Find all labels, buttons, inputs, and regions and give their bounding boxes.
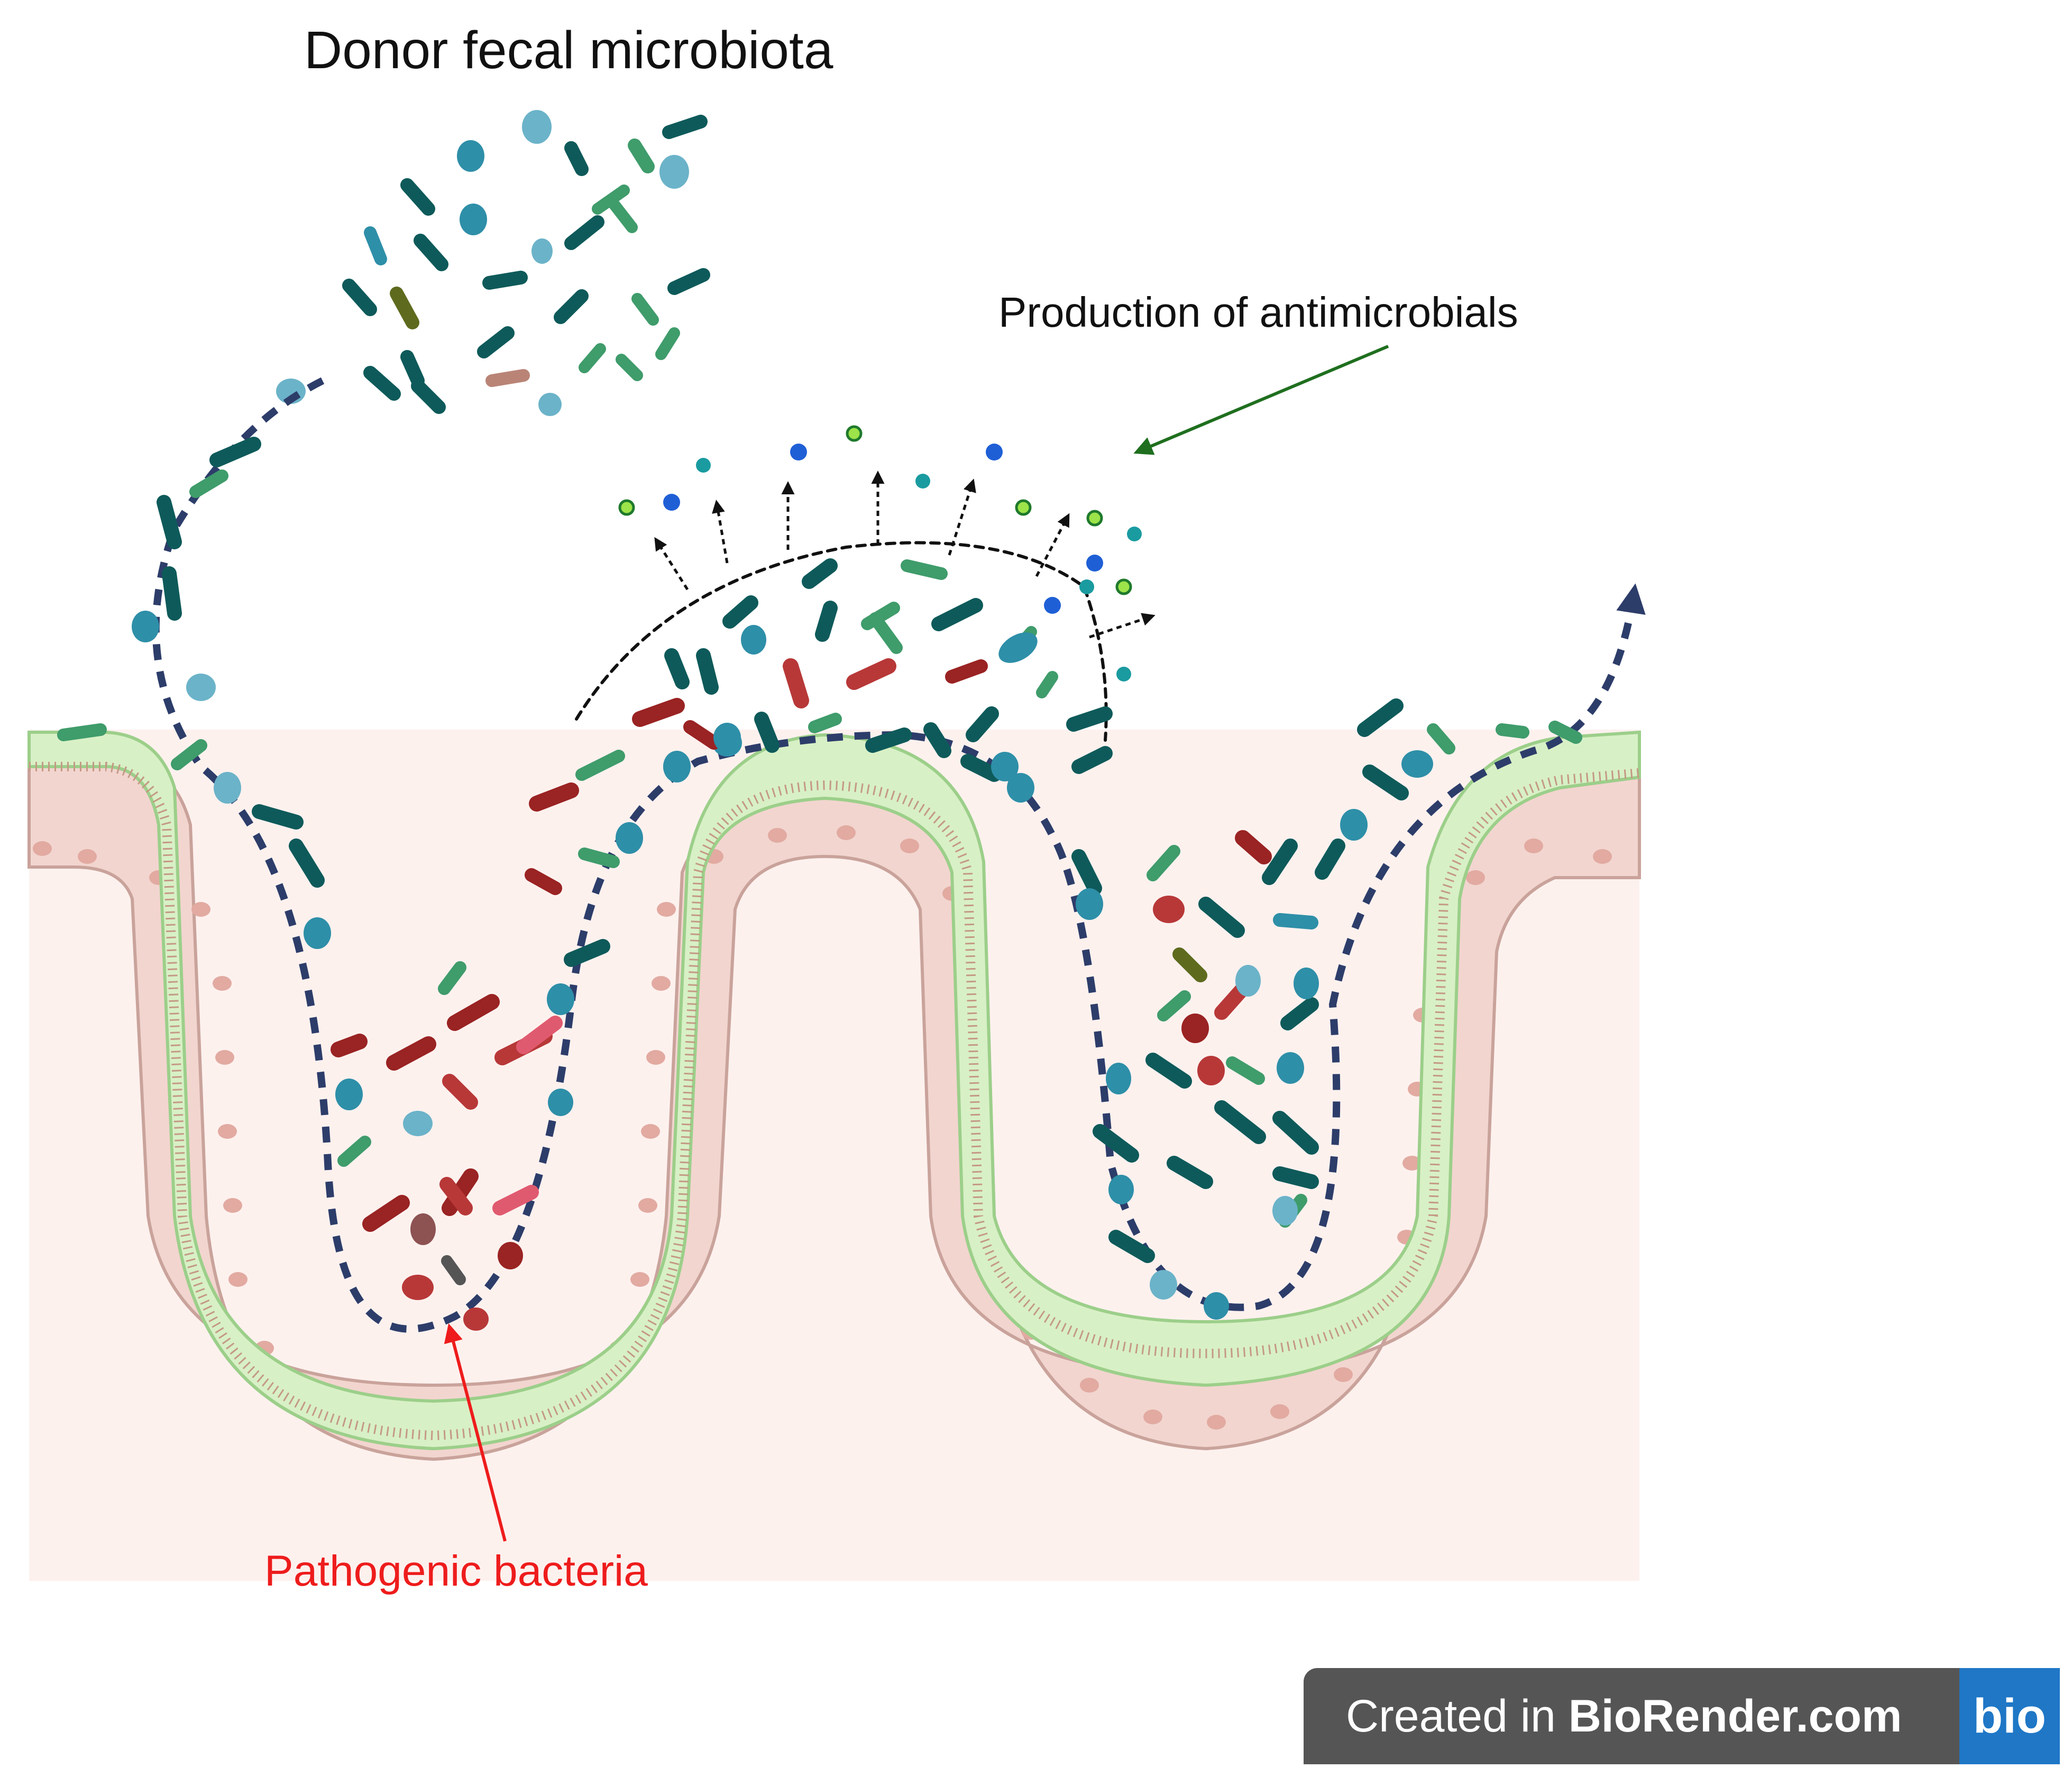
right-crypt-bacteria xyxy=(1007,698,1582,1320)
donor-microbiota-cluster xyxy=(276,110,710,416)
badge-brand: BioRender.com xyxy=(1568,1691,1902,1742)
badge-text: Created in BioRender.com xyxy=(1346,1668,1902,1764)
commensal-bacteria xyxy=(57,437,742,1167)
colony-boundary xyxy=(575,541,1108,742)
antimicrobial-producing-colony xyxy=(575,541,1113,782)
antimicrobial-molecules xyxy=(618,425,1156,681)
badge-prefix: Created in xyxy=(1346,1691,1569,1742)
pathogenic-bacteria-left-crypt xyxy=(331,782,579,1331)
pathogenic-bacteria-label: Pathogenic bacteria xyxy=(264,1547,648,1595)
antimicrobials-label: Production of antimicrobials xyxy=(998,289,1518,336)
microbiota-path xyxy=(152,377,1646,1333)
donor-microbiota-title: Donor fecal microbiota xyxy=(304,21,833,80)
biorender-badge[interactable]: Created in BioRender.com bio xyxy=(1304,1668,2060,1764)
mucus-layer xyxy=(27,730,1641,1451)
antimicrobial-pointer-arrow xyxy=(1133,345,1389,455)
pathogen-pointer-arrow xyxy=(444,1323,507,1542)
biorender-logo-icon: bio xyxy=(1959,1668,2060,1764)
tissue-background xyxy=(29,730,1639,1581)
